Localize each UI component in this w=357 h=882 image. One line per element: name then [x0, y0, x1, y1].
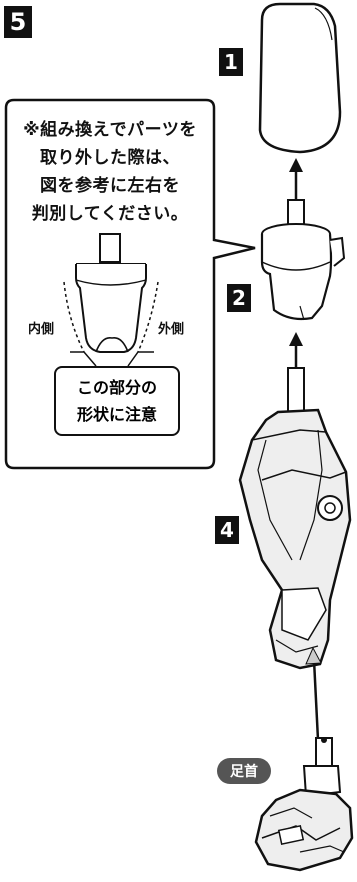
- arrow-up-3: [305, 646, 322, 741]
- part-2-joint: [260, 199, 346, 321]
- callout-box: この部分の 形状に注意: [54, 366, 180, 436]
- part-number-2: 2: [232, 286, 246, 310]
- part-number-badge-1: 1: [219, 48, 243, 76]
- part-number-badge-2: 2: [227, 284, 251, 312]
- note-line-4: 判別してください。: [31, 204, 189, 224]
- joint-shape-diagram: [63, 233, 159, 367]
- ankle-label: 足首: [230, 764, 258, 780]
- part-number-1: 1: [224, 50, 238, 74]
- step-number-badge: 5: [4, 6, 32, 38]
- part-4-leg-armor: [238, 367, 352, 670]
- ankle-label-pill: 足首: [217, 758, 271, 784]
- part-number-badge-4: 4: [215, 516, 239, 544]
- part-1-cap: [258, 2, 342, 154]
- note-line-3: 図を参考に左右を: [40, 176, 180, 196]
- step-number: 5: [9, 8, 27, 36]
- arrow-up-1: [289, 158, 303, 200]
- arrow-up-2: [289, 332, 303, 368]
- note-text: ※組み換えでパーツを 取り外した際は、 図を参考に左右を 判別してください。: [12, 116, 208, 228]
- ankle-foot-part: [254, 737, 354, 872]
- note-line-1: ※組み換えでパーツを: [23, 120, 197, 140]
- part-number-4: 4: [220, 518, 234, 542]
- inner-side-label: 内側: [28, 322, 55, 337]
- callout-line-2: 形状に注意: [76, 405, 157, 424]
- callout-line-1: この部分の: [76, 378, 157, 397]
- outer-side-label: 外側: [158, 322, 185, 337]
- note-line-2: 取り外した際は、: [40, 148, 180, 168]
